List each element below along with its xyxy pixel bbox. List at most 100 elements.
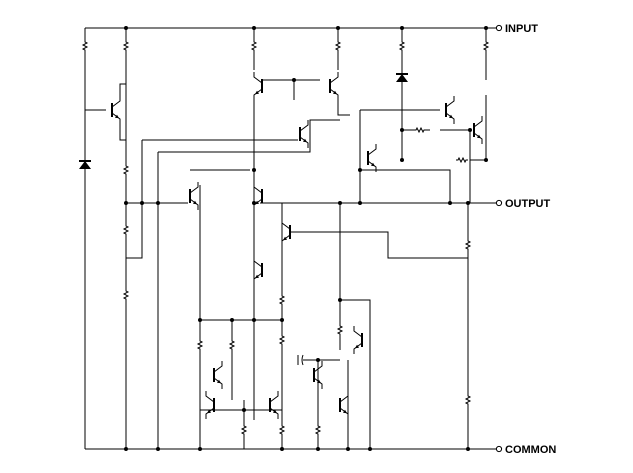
junction-dot [230,318,234,322]
transistor-collector [367,144,377,156]
capacitor [297,354,304,366]
resistor [240,424,248,436]
resistor [122,289,130,301]
junction-dot [484,158,488,162]
junction-dot [124,447,128,451]
junction-dot [346,447,350,451]
transistor-collector [313,361,323,373]
transistor [281,218,291,246]
input-pin [495,24,503,32]
resistor [336,324,344,336]
emitter-arrow [255,200,259,205]
common-terminal: COMMON [495,444,556,456]
resistor-zigzag [414,126,426,134]
junction-dot [400,26,404,30]
junction-dot [316,447,320,451]
transistor-collector [213,361,223,373]
junction-dot [316,358,320,362]
junction-dot [466,201,470,205]
junction-dot [280,318,284,322]
transistor-collector [111,96,121,108]
resistor [228,339,236,351]
input-label: INPUT [505,23,538,35]
emitter-arrow [317,379,321,384]
output-label: OUTPUT [505,198,551,210]
junction-dot [368,447,372,451]
transistor [205,391,215,419]
junction-dot [124,201,128,205]
resistor [414,126,426,134]
transistor [213,361,223,389]
wire [119,83,126,96]
resistor [482,40,490,52]
emitter-arrow [273,409,277,414]
resistor-zigzag [278,294,286,306]
resistor [196,339,204,351]
junction-dot [198,318,202,322]
transistor [313,361,323,389]
resistor-zigzag [122,224,130,236]
resistor-zigzag [240,424,248,436]
junction-dot [156,201,160,205]
resistor [81,40,89,52]
transistor-collector [205,391,215,403]
transistor [253,256,263,284]
transistor-emitter [189,198,199,210]
emitter-arrow [333,90,337,95]
resistor-zigzag [228,339,236,351]
resistor-zigzag [250,40,258,52]
wire [290,231,468,259]
resistor-zigzag [278,424,286,436]
resistor-zigzag [456,156,468,164]
transistor-collector [253,182,263,194]
transistor-collector [189,182,199,194]
emitter-arrow [217,379,221,384]
emitter-arrow [255,274,259,279]
transistor [253,72,263,100]
junction-dot [484,26,488,30]
wire [337,96,350,116]
diode [79,160,91,169]
resistor [314,424,322,436]
junction-dot [358,201,362,205]
emitter-arrow [343,409,347,414]
wire [340,299,371,449]
transistor-emitter [445,112,455,124]
transistor [339,391,349,419]
junction-dot [400,128,404,132]
junction-dot [336,26,340,30]
junction-dot [292,78,296,82]
junction-dot [280,447,284,451]
output-pin [495,199,503,207]
junction-dot [124,26,128,30]
diode [396,73,408,82]
emitter-arrow [115,114,119,119]
emitter-arrow [255,90,259,95]
transistor-emitter [205,407,215,419]
transistor [299,120,309,148]
transistor-collector [329,72,339,84]
capacitor-gap [297,355,303,365]
transistor-emitter [281,234,291,246]
transistor-collector [445,96,455,108]
emitter-arrow [355,344,359,349]
common-label: COMMON [505,444,556,456]
junction-dot [252,168,256,172]
transistor [253,182,263,210]
transistor [367,144,377,172]
resistor [122,164,130,176]
transistor-emitter [299,136,309,148]
wire [126,140,143,259]
transistor-emitter [313,377,323,389]
junction-dot [156,447,160,451]
transistor-emitter [269,407,279,419]
capacitor-plate [301,354,304,366]
junction-dot [252,318,256,322]
wire [360,169,451,203]
resistor [250,40,258,52]
transistor-collector [299,120,309,132]
resistor-zigzag [398,40,406,52]
resistor-zigzag [482,40,490,52]
junction-dot [242,408,246,412]
